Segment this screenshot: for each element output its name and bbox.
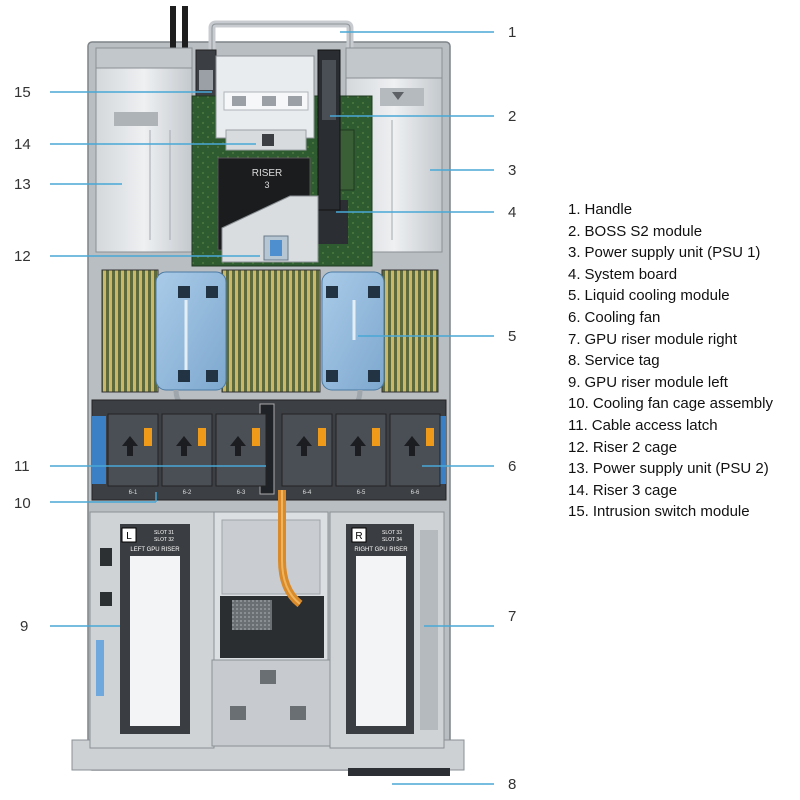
legend-number: 14.	[568, 481, 589, 499]
fan-slot-label: 6-1	[129, 490, 138, 496]
legend-item: 5.Liquid cooling module	[568, 285, 773, 307]
callout-11: 11	[14, 458, 30, 475]
legend-number: 3.	[568, 244, 581, 262]
cooling-fan: 6-2	[161, 413, 213, 496]
legend-number: 11.	[568, 416, 588, 434]
callout-4: 4	[508, 204, 516, 221]
power-cables	[170, 6, 188, 54]
legend-label: Handle	[584, 201, 633, 218]
legend-item: 2.BOSS S2 module	[568, 221, 773, 243]
legend-number: 5.	[568, 287, 581, 305]
callout-1: 1	[508, 24, 516, 41]
legend-label: Cooling fan	[584, 308, 661, 326]
legend-number: 2.	[568, 222, 581, 240]
service-tag	[348, 768, 450, 776]
riser-3-number: 3	[264, 180, 269, 190]
left-riser-slot-32: SLOT 32	[154, 537, 174, 543]
legend-label: GPU riser module left	[584, 373, 728, 391]
legend-item: 14.Riser 3 cage	[568, 480, 773, 502]
left-riser-slot-31: SLOT 31	[154, 530, 174, 536]
left-gpu-riser: L SLOT 31 SLOT 32 LEFT GPU RISER	[89, 511, 215, 749]
right-riser-slot-33: SLOT 33	[382, 530, 402, 536]
fan-slot-label: 6-5	[357, 490, 366, 496]
callout-15: 15	[14, 84, 31, 101]
legend-item: 1.Handle	[568, 199, 773, 221]
legend-item: 4.System board	[568, 264, 773, 286]
legend-item: 3.Power supply unit (PSU 1)	[568, 242, 773, 264]
legend-item: 6.Cooling fan	[568, 307, 773, 329]
callout-14: 14	[14, 136, 31, 153]
handle	[208, 20, 354, 50]
legend-item: 10.Cooling fan cage assembly	[568, 393, 773, 415]
riser-3-label: RISER	[252, 168, 283, 179]
cable-bundle	[278, 490, 303, 608]
fan-slot-label: 6-2	[183, 490, 192, 496]
callout-9: 9	[20, 618, 28, 635]
legend-label: Riser 2 cage	[592, 438, 678, 456]
psu-2	[95, 47, 193, 253]
legend-number: 10.	[568, 395, 589, 413]
legend-item: 13.Power supply unit (PSU 2)	[568, 458, 773, 480]
legend-number: 8.	[568, 352, 581, 370]
liquid-cooling-module	[155, 271, 385, 413]
legend-label: Service tag	[584, 352, 660, 370]
cooling-fan: 6-3	[215, 413, 267, 496]
cooling-fan: 6-1	[107, 413, 159, 496]
right-gpu-riser: R SLOT 33 SLOT 34 RIGHT GPU RISER	[329, 511, 445, 749]
legend-number: 15.	[568, 503, 589, 521]
legend-item: 8.Service tag	[568, 350, 773, 372]
callout-10: 10	[14, 495, 31, 512]
legend-number: 12.	[568, 438, 589, 456]
cooling-fan: 6-4	[281, 413, 333, 496]
callout-5: 5	[508, 328, 516, 345]
fan-slot-label: 6-4	[303, 490, 312, 496]
left-riser-letter: L	[126, 531, 132, 542]
callout-12: 12	[14, 248, 31, 265]
legend-item: 15.Intrusion switch module	[568, 501, 773, 523]
legend-label: Riser 3 cage	[592, 481, 678, 499]
callout-13: 13	[14, 176, 31, 193]
callout-lines	[50, 31, 494, 785]
right-riser-letter: R	[355, 531, 362, 542]
callout-6: 6	[508, 458, 516, 475]
cooling-fan: 6-6	[389, 413, 441, 496]
cooling-fan: 6-5	[335, 413, 387, 496]
legend-label: Intrusion switch module	[592, 503, 750, 521]
fan-slot-label: 6-3	[237, 490, 246, 496]
boss-s2-module	[317, 49, 341, 211]
right-riser-slot-34: SLOT 34	[382, 537, 402, 543]
legend-item: 7.GPU riser module right	[568, 329, 773, 351]
legend-item: 12.Riser 2 cage	[568, 437, 773, 459]
legend-item: 9.GPU riser module left	[568, 372, 773, 394]
legend-item: 11.Cable access latch	[568, 415, 773, 437]
legend-number: 1.	[568, 201, 581, 218]
callout-7: 7	[508, 608, 516, 625]
legend-label: Cable access latch	[591, 416, 718, 434]
legend-number: 7.	[568, 330, 581, 348]
legend-number: 4.	[568, 265, 581, 283]
memory-modules	[101, 269, 439, 393]
center-cage	[211, 511, 331, 747]
right-riser-title: RIGHT GPU RISER	[354, 547, 408, 553]
fan-slot-label: 6-6	[411, 490, 420, 496]
callout-numbers: 1 2 3 4 5 6 7 8 9 10 11 12 13 14 15	[14, 24, 516, 793]
left-riser-title: LEFT GPU RISER	[130, 547, 180, 553]
legend-label: System board	[584, 265, 678, 283]
callout-2: 2	[508, 108, 516, 125]
legend-label: Power supply unit (PSU 1)	[584, 244, 761, 262]
callout-8: 8	[508, 776, 516, 793]
legend-list: 1.Handle 2.BOSS S2 module 3.Power supply…	[568, 199, 773, 523]
cooling-fans: 6-1 6-2 6-3 6-4 6-5 6-6	[107, 413, 441, 496]
legend-label: BOSS S2 module	[584, 222, 703, 240]
legend-label: Liquid cooling module	[584, 287, 730, 305]
callout-3: 3	[508, 162, 516, 179]
legend-number: 6.	[568, 308, 581, 326]
legend-label: Power supply unit (PSU 2)	[592, 460, 769, 478]
legend-label: Cooling fan cage assembly	[592, 395, 773, 413]
legend-label: GPU riser module right	[584, 330, 738, 348]
legend-number: 13.	[568, 460, 589, 478]
legend-number: 9.	[568, 373, 581, 391]
